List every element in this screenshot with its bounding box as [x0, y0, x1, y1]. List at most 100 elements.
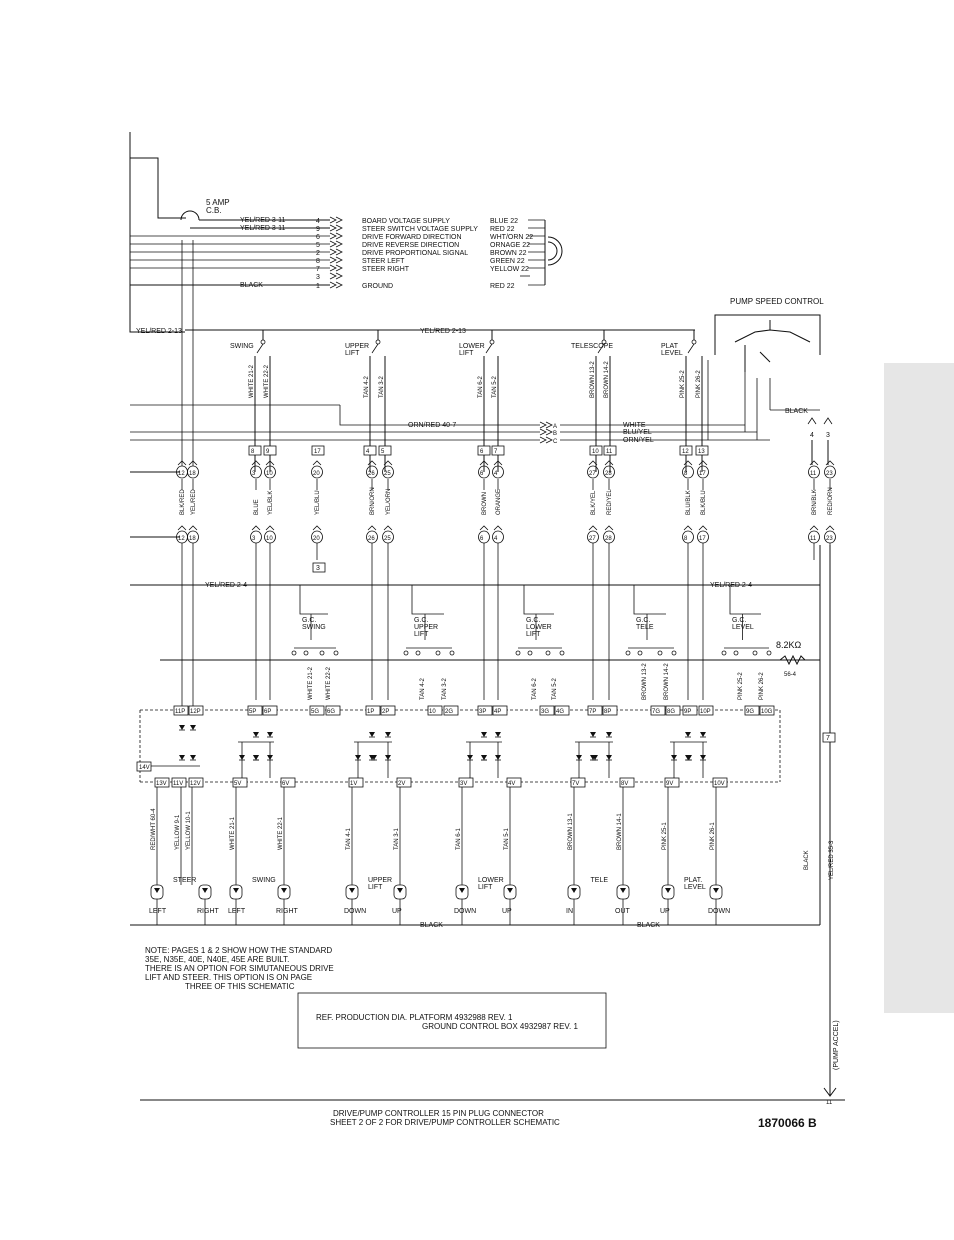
relay-bottom-box — [396, 777, 412, 788]
connector-a-pin-number: 8 — [684, 536, 688, 542]
connector-chevron — [329, 216, 337, 224]
connector-a-chevron — [265, 460, 275, 466]
connector-a-pin — [603, 465, 615, 479]
box-14v-label: 14V — [139, 765, 150, 771]
connector-a-wire: RED/YEL — [607, 489, 613, 515]
connector-pin-number: 8 — [316, 258, 320, 265]
relay-top-box — [309, 705, 325, 716]
connector-a-wire: BLUE — [254, 499, 260, 515]
valve-group-label: LIFT — [368, 884, 383, 891]
diode — [481, 755, 487, 760]
platform-box — [589, 445, 603, 456]
connector-a-pin — [264, 465, 276, 479]
gc-label: G.C. — [302, 617, 316, 624]
relay-top-box-label: 3P — [479, 709, 486, 715]
relay-top-box-label: 9G — [746, 709, 754, 715]
connector-a-wire: ORANGE — [496, 489, 502, 515]
connector-a-chevron — [698, 525, 708, 531]
gc-terminal — [435, 650, 441, 656]
diode — [190, 755, 196, 760]
gc-wire-label: PINK 25-2 — [738, 672, 744, 700]
connector-a-pin — [478, 465, 490, 479]
platform-wire-label: WHITE 22-2 — [264, 364, 270, 398]
abc-chevron — [539, 436, 547, 444]
gc-label: LOWER — [526, 624, 552, 631]
connector-a-wire: RED/ORN — [828, 487, 834, 515]
gc-bus-link — [411, 585, 444, 615]
resistor-label: 8.2KΩ — [776, 640, 802, 650]
relay-top-box-label: 6G — [327, 709, 335, 715]
abc-chevron — [539, 421, 547, 429]
platform-switch-label: LIFT — [345, 350, 360, 357]
connector-pin-number: 1 — [316, 283, 320, 290]
connector-a-pin-number: 4 — [494, 471, 498, 477]
relay-bottom-box-label: 9V — [666, 781, 673, 787]
platform-wire-label: TAN 6-2 — [478, 375, 484, 398]
valve-diode — [665, 888, 671, 893]
abc-pin: A — [553, 424, 557, 430]
valve-diode — [281, 888, 287, 893]
connector-a-chevron — [493, 525, 503, 531]
diode — [267, 732, 273, 737]
box-7-label: 7 — [826, 735, 830, 742]
connector-a-pin-number: 26 — [368, 471, 375, 477]
connector-a-pin-number: 3 — [252, 536, 256, 542]
relay-bottom-box — [458, 777, 474, 788]
connector-chevron — [335, 272, 343, 280]
valve-diode — [571, 888, 577, 893]
end-pin: 11 — [826, 1100, 833, 1106]
platform-box — [695, 445, 709, 456]
gc-label: G.C. — [636, 617, 650, 624]
relay-top-box-label: 7G — [652, 709, 660, 715]
breaker-label-2: C.B. — [206, 206, 222, 215]
connector-a-pin-number: 20 — [313, 536, 320, 542]
relay-top-box-label: 1P — [367, 709, 374, 715]
gc-label: TELE — [636, 624, 654, 631]
connector-a-wire: YEL/BLK — [268, 491, 274, 515]
valve-right-label: OUT — [615, 908, 631, 915]
connector-a-chevron — [479, 525, 489, 531]
bottom-wire-label: TAN 6-1 — [456, 827, 462, 850]
black-bottom-2: BLACK — [637, 922, 660, 929]
connector-pin-wire: RED 22 — [490, 226, 515, 233]
connector-a-pin-number: 11 — [810, 471, 817, 477]
abc-pin: B — [553, 431, 557, 437]
connector-chevron — [335, 281, 343, 289]
connector-a-chevron — [312, 460, 322, 466]
valve-diode — [397, 888, 403, 893]
connector-a-wire: YEL/RED — [191, 489, 197, 515]
ornyel-wire-label: ORN/YEL — [623, 437, 654, 444]
relay-bottom-box-label: 13V — [156, 781, 167, 787]
connector-pin-wire: WHT/ORN 22 — [490, 234, 533, 241]
box-14v — [136, 761, 152, 772]
gc-label: G.C. — [732, 617, 746, 624]
switch-blade — [597, 343, 605, 354]
note-line-4: LIFT AND STEER. THIS OPTION IS ON PAGE — [145, 973, 312, 982]
gc-label: LEVEL — [732, 624, 754, 631]
platform-switch-label: SWING — [230, 343, 254, 350]
platform-wire-label: WHITE 21-2 — [249, 364, 255, 398]
relay-top-box-label: 11P — [175, 709, 185, 715]
gc-label: G.C. — [414, 617, 428, 624]
valve-group-label: TELE — [591, 877, 609, 884]
valve-right-label: UP — [502, 908, 512, 915]
gc-terminal — [657, 650, 663, 656]
connector-a-pin-number: 17 — [699, 471, 706, 477]
relay-bottom-box-label: 10V — [714, 781, 725, 787]
relay-top-box — [744, 705, 760, 716]
platform-box — [603, 445, 617, 456]
connector-a-pin — [697, 465, 709, 479]
yelred-low-1: YEL/RED 2-4 — [205, 582, 247, 589]
pump-pin: 4 — [810, 432, 814, 439]
relay-bottom-box-label: 12V — [190, 781, 201, 787]
valve-diode — [459, 888, 465, 893]
connector-a-wire: BRN/BLK — [812, 489, 818, 515]
relay-top-box-label: 6P — [264, 709, 271, 715]
connector-a-pin-number: 8 — [684, 471, 688, 477]
relay-top-box — [587, 705, 603, 716]
gc-terminal — [637, 650, 643, 656]
relay-top-box — [380, 705, 396, 716]
valve-left-label: DOWN — [454, 908, 476, 915]
connector-pin-number: 2 — [316, 250, 320, 257]
